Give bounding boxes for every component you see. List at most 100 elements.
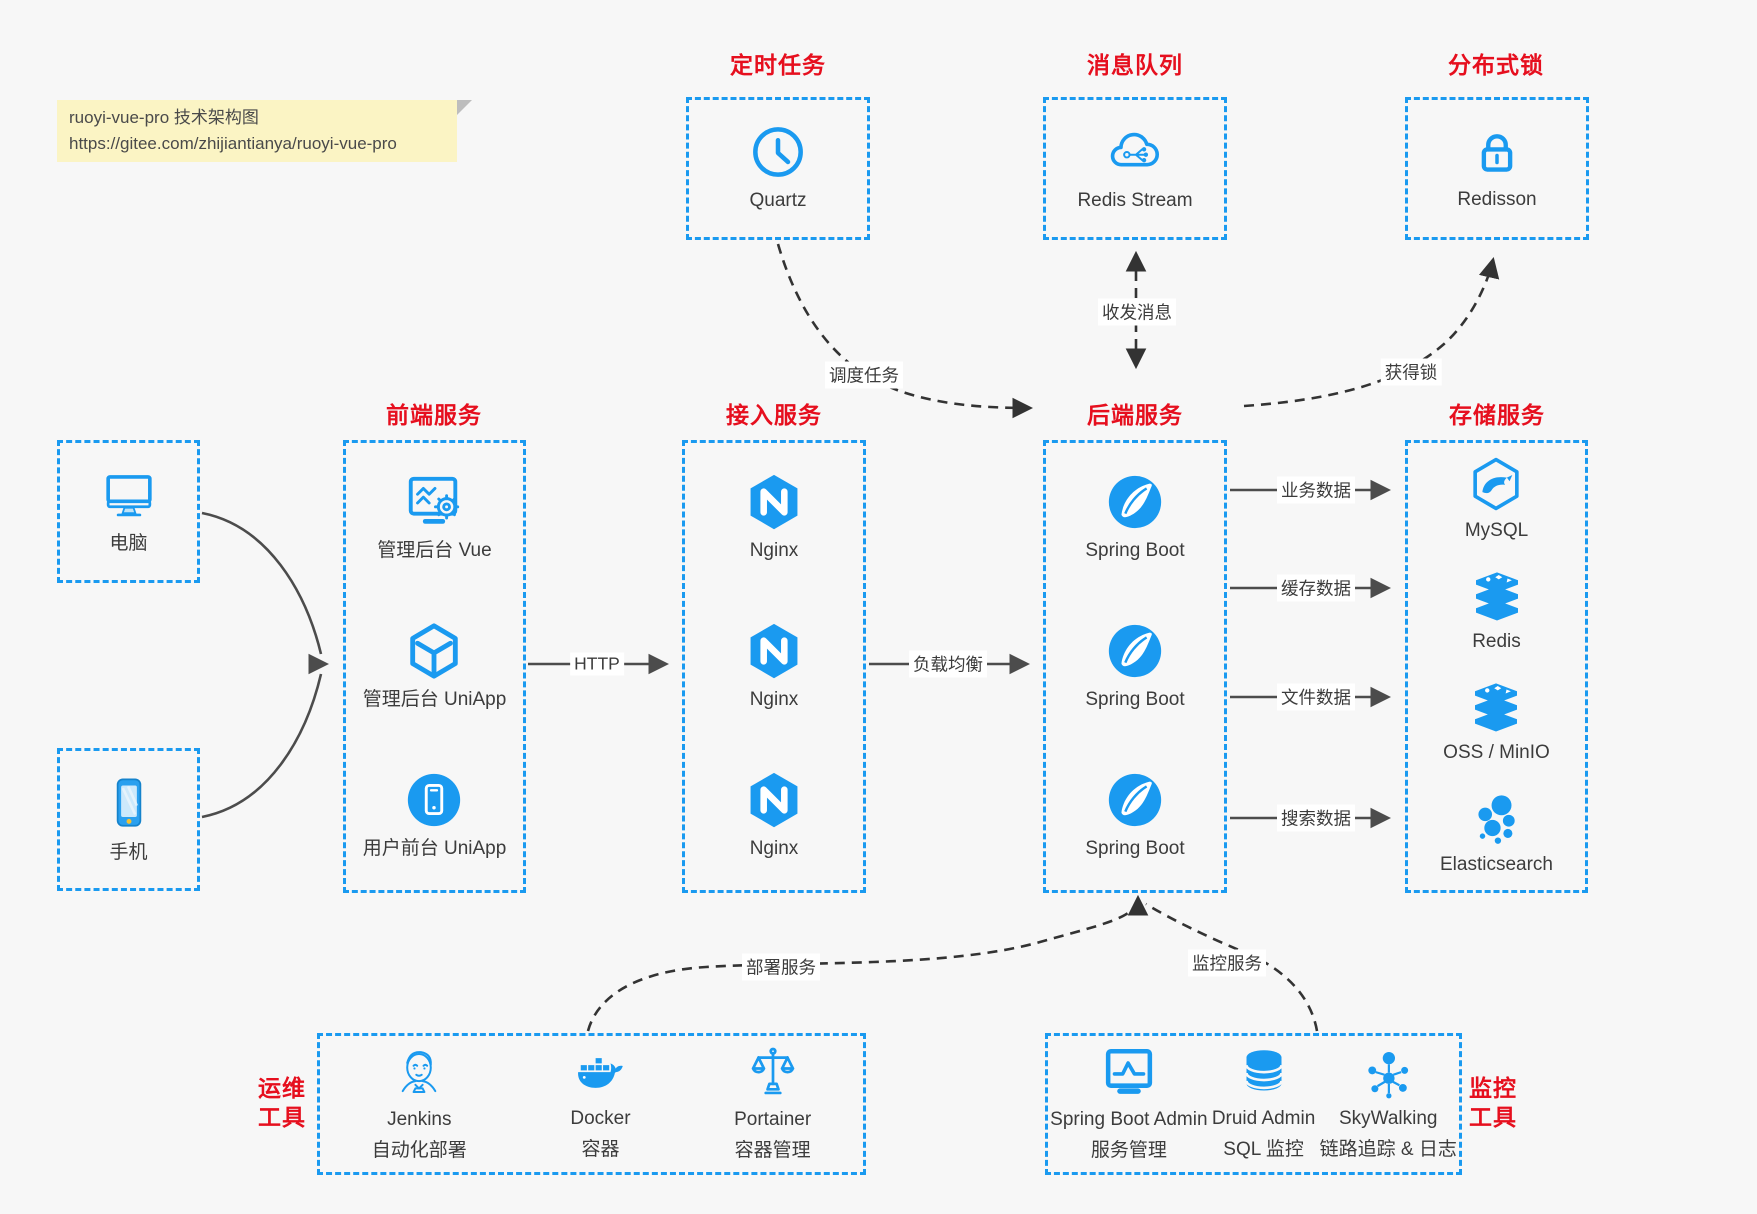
edge-label-load-balance: 负载均衡 (909, 650, 987, 678)
node-label: 管理后台 Vue (377, 540, 492, 562)
elasticsearch-icon (1477, 795, 1515, 845)
node-springboot-2: Spring Boot (1085, 620, 1185, 713)
nginx-icon (750, 772, 798, 828)
node-elasticsearch: Elasticsearch (1440, 789, 1553, 878)
group-gateway: Nginx Nginx Nginx (682, 440, 866, 893)
node-label: 电脑 (109, 533, 148, 555)
scales-icon (751, 1047, 794, 1095)
node-admin-uniapp: 管理后台 UniApp (362, 620, 507, 713)
redis-stack-icon (1475, 572, 1518, 621)
node-redis-stream: Redis Stream (1043, 97, 1227, 240)
nginx-icon (750, 623, 798, 679)
node-label: 手机 (109, 842, 148, 864)
node-oss-minio: OSS / MinIO (1443, 679, 1550, 766)
node-mysql: MySQL (1465, 455, 1528, 544)
node-redisson: Redisson (1405, 97, 1589, 240)
title-backend: 后端服务 (1087, 402, 1183, 428)
node-label: Nginx (749, 689, 799, 711)
edge-label-business-data: 业务数据 (1277, 476, 1355, 504)
lock-icon (1481, 134, 1513, 172)
title-message-queue: 消息队列 (1087, 52, 1183, 78)
node-nginx-2: Nginx (744, 620, 804, 713)
node-sublabel: 容器 (581, 1139, 620, 1160)
edge-dispatch-tasks (776, 243, 1034, 419)
edge-label-monitor-service: 监控服务 (1188, 949, 1266, 977)
phone-icon (116, 778, 141, 827)
node-computer: 电脑 (57, 440, 200, 583)
node-label: Portainer (734, 1109, 812, 1131)
node-label: Redis (1472, 630, 1521, 652)
node-redis: Redis (1468, 568, 1526, 655)
title-scheduled-jobs: 定时任务 (730, 52, 826, 78)
storage-stack-icon (1475, 682, 1518, 732)
title-gateway: 接入服务 (726, 402, 822, 428)
node-label: 用户前台 UniApp (362, 838, 507, 860)
node-quartz: Quartz (686, 97, 870, 240)
node-sublabel: 服务管理 (1090, 1140, 1167, 1161)
node-admin-vue: 管理后台 Vue (377, 471, 492, 564)
spring-boot-icon (1108, 774, 1162, 827)
sticky-note: ruoyi-vue-pro 技术架构图 https://gitee.com/zh… (57, 100, 472, 162)
monitor-pulse-icon (1105, 1049, 1152, 1095)
node-label: Spring Boot Admin (1050, 1109, 1208, 1131)
computer-icon (105, 475, 152, 517)
edge-deploy-service (586, 907, 1135, 1032)
spring-boot-icon (1108, 476, 1162, 529)
node-label: Spring Boot (1085, 838, 1185, 860)
node-nginx-1: Nginx (744, 471, 804, 564)
node-label: Druid Admin (1211, 1108, 1316, 1130)
node-label: Spring Boot (1085, 540, 1185, 562)
edge-label-search-data: 搜索数据 (1277, 804, 1355, 832)
node-label: 管理后台 UniApp (362, 689, 507, 711)
group-frontend: 管理后台 Vue 管理后台 UniApp 用户前台 UniApp (343, 440, 526, 893)
node-label: Jenkins (387, 1109, 452, 1131)
edge-label-deploy-service: 部署服务 (742, 953, 820, 981)
admin-dashboard-icon (409, 476, 460, 524)
node-skywalking: SkyWalking 链路追踪 & 日志 (1320, 1045, 1457, 1162)
edge-label-acquire-lock: 获得锁 (1380, 358, 1442, 386)
node-label: Redis Stream (1077, 190, 1193, 212)
title-distributed-lock: 分布式锁 (1448, 52, 1544, 78)
mobile-app-icon (408, 774, 461, 827)
node-springboot-1: Spring Boot (1085, 471, 1185, 564)
node-label: Spring Boot (1085, 689, 1185, 711)
edge-label-file-data: 文件数据 (1277, 683, 1355, 711)
node-sublabel: 自动化部署 (371, 1140, 467, 1161)
group-monitoring-tools: Spring Boot Admin 服务管理 Druid Admin SQL 监… (1045, 1033, 1462, 1175)
database-icon (1244, 1050, 1283, 1091)
network-nodes-icon (1368, 1052, 1409, 1099)
node-portainer: Portainer 容器管理 (734, 1044, 811, 1163)
spring-boot-icon (1108, 625, 1162, 678)
edge-label-dispatch-tasks: 调度任务 (825, 361, 903, 389)
node-label: MySQL (1464, 520, 1529, 542)
node-label: Nginx (749, 540, 799, 562)
title-monitoring-tools: 监控 工具 (1469, 1075, 1517, 1130)
node-label: Quartz (749, 190, 807, 212)
title-ops-tools: 运维 工具 (258, 1075, 306, 1130)
clock-icon (753, 127, 803, 178)
group-ops-tools: Jenkins 自动化部署 Docker 容器 (317, 1033, 866, 1175)
node-label: Nginx (749, 838, 799, 860)
group-storage: MySQL Redis OSS / MinIO (1405, 440, 1588, 893)
edge-acquire-lock (1243, 256, 1500, 408)
node-nginx-3: Nginx (744, 769, 804, 862)
node-spring-boot-admin: Spring Boot Admin 服务管理 (1050, 1044, 1208, 1163)
node-sublabel: SQL 监控 (1223, 1139, 1304, 1160)
node-springboot-3: Spring Boot (1085, 769, 1185, 862)
note-title: ruoyi-vue-pro 技术架构图 (69, 108, 259, 127)
nginx-icon (750, 474, 798, 530)
edge-label-cache-data: 缓存数据 (1277, 574, 1355, 602)
node-label: Redisson (1457, 189, 1537, 211)
title-storage: 存储服务 (1449, 402, 1545, 428)
node-docker: Docker 容器 (570, 1045, 631, 1162)
node-jenkins: Jenkins 自动化部署 (372, 1044, 467, 1163)
title-frontend: 前端服务 (386, 402, 482, 428)
node-sublabel: 链路追踪 & 日志 (1319, 1139, 1457, 1160)
mysql-icon (1473, 457, 1520, 511)
note-url: https://gitee.com/zhijiantianya/ruoyi-vu… (69, 134, 397, 154)
edge-label-messages: 收发消息 (1098, 298, 1176, 326)
node-druid-admin: Druid Admin SQL 监控 (1211, 1045, 1316, 1162)
docker-whale-icon (578, 1058, 624, 1089)
edge-phone-curve (201, 673, 323, 819)
